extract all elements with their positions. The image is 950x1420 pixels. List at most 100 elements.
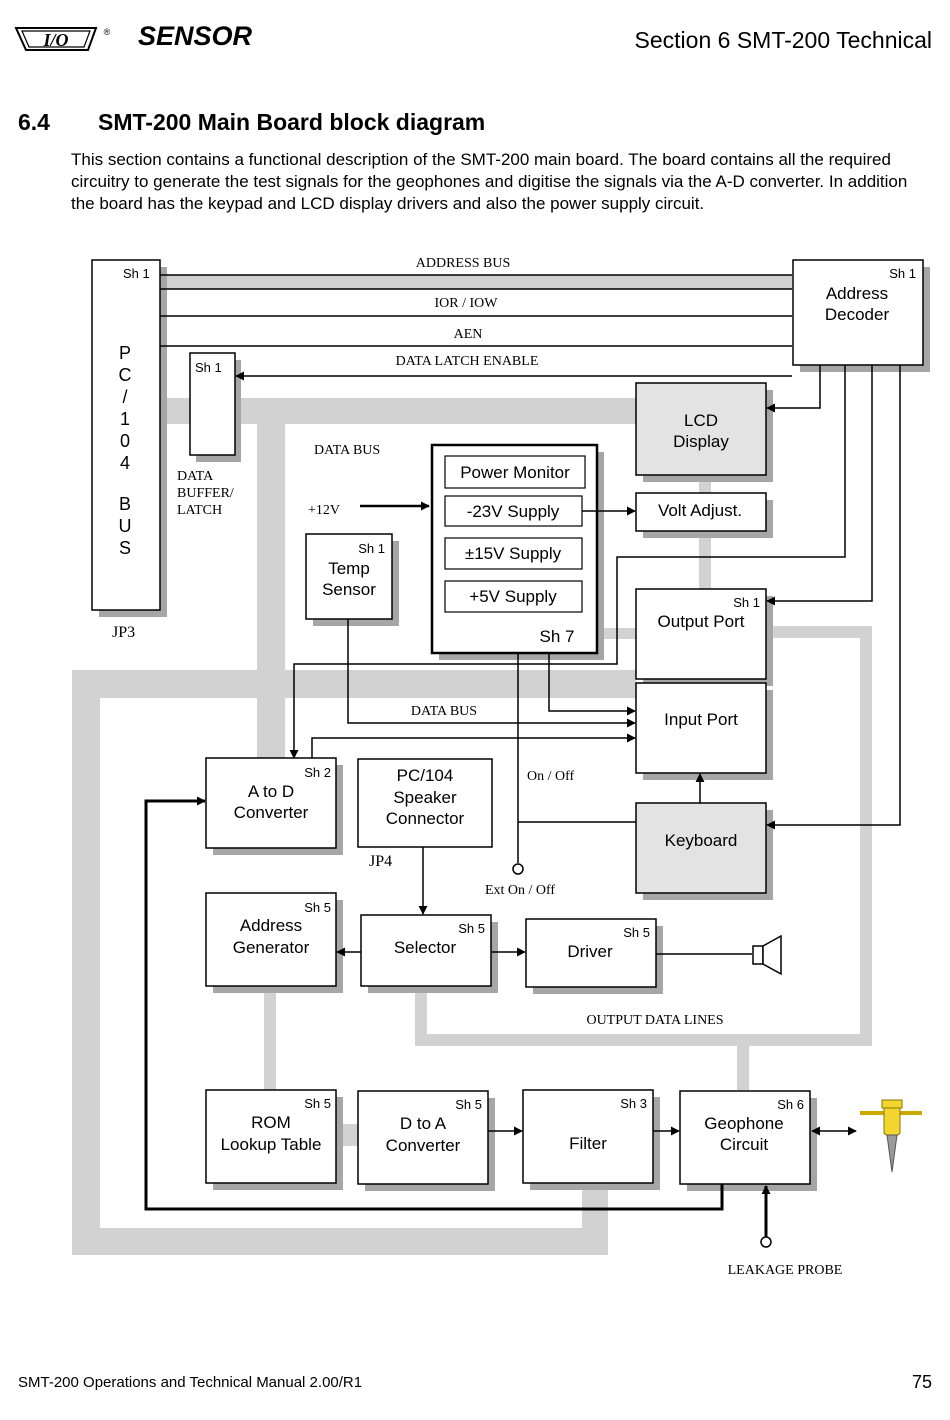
- geophone-icon: [860, 1099, 922, 1173]
- data-buffer-label-3: LATCH: [177, 503, 222, 518]
- data-bus-paths: [72, 275, 872, 1255]
- output-port-box: [635, 588, 767, 680]
- geophone-sheet: Sh 6: [777, 1097, 804, 1112]
- keyboard-box: [635, 802, 767, 894]
- lcd-display-box: [635, 382, 767, 476]
- plus5v-box: [444, 580, 583, 613]
- registered-mark: ®: [104, 27, 111, 37]
- signal-lines: [144, 274, 901, 1238]
- rom-label: ROM: [251, 1113, 291, 1132]
- ior-iow-label: IOR / IOW: [435, 296, 499, 311]
- volt-adjust-label: Volt Adjust.: [658, 501, 742, 520]
- driver-sheet: Sh 5: [623, 925, 650, 940]
- address-generator-label: Address: [240, 916, 302, 935]
- selector-box: [360, 914, 492, 987]
- lcd-label-2: Display: [673, 432, 729, 451]
- address-decoder-label-2: Decoder: [825, 305, 890, 324]
- pc104-letter: B: [119, 494, 131, 514]
- geophone-label: Geophone: [704, 1114, 783, 1133]
- pc104-letter: 4: [120, 453, 130, 473]
- pc104-letter: 0: [120, 431, 130, 451]
- speaker-connector-label-2: Speaker: [393, 788, 457, 807]
- keyboard-label: Keyboard: [665, 831, 738, 850]
- volt-adjust-box: [635, 492, 767, 532]
- temp-sensor-label-2: Sensor: [322, 580, 376, 599]
- lcd-label: LCD: [684, 411, 718, 430]
- d-to-a-label-2: Converter: [386, 1136, 461, 1155]
- rom-box: [205, 1089, 337, 1184]
- a-to-d-label: A to D: [248, 782, 294, 801]
- address-generator-box: [205, 892, 337, 987]
- jp4-label: JP4: [369, 853, 392, 870]
- output-port-label: Output Port: [658, 612, 745, 631]
- data-latch-enable-label: DATA LATCH ENABLE: [396, 354, 539, 369]
- a-to-d-sheet: Sh 2: [304, 765, 331, 780]
- rom-sheet: Sh 5: [304, 1096, 331, 1111]
- d-to-a-sheet: Sh 5: [455, 1097, 482, 1112]
- output-port-sheet: Sh 1: [733, 595, 760, 610]
- plus12v-label: +12V: [308, 503, 340, 518]
- pm15v-box: [444, 537, 583, 570]
- data-buffer-label-2: BUFFER/: [177, 486, 234, 501]
- aen-label: AEN: [454, 327, 483, 342]
- intro-paragraph: This section contains a functional descr…: [71, 150, 908, 213]
- ext-on-off-label: Ext On / Off: [485, 883, 555, 898]
- minus23v-label: -23V Supply: [467, 502, 560, 521]
- pc104-bus-box: [91, 259, 161, 611]
- pc104-letter: U: [119, 516, 132, 536]
- rom-label-2: Lookup Table: [221, 1135, 322, 1154]
- driver-label: Driver: [567, 942, 613, 961]
- leakage-probe-label: LEAKAGE PROBE: [728, 1263, 843, 1278]
- d-to-a-box: [357, 1090, 489, 1185]
- minus23v-box: [444, 495, 583, 527]
- filter-sheet: Sh 3: [620, 1096, 647, 1111]
- address-bus-label: ADDRESS BUS: [416, 256, 511, 271]
- data-buffer-label: DATA: [177, 469, 214, 484]
- temp-sensor-label: Temp: [328, 559, 370, 578]
- plus5v-label: +5V Supply: [469, 587, 557, 606]
- a-to-d-box: [205, 757, 337, 849]
- jp3-label: JP3: [112, 624, 135, 641]
- data-bus-label-mid: DATA BUS: [411, 704, 477, 719]
- speaker-connector-box: [357, 758, 493, 848]
- driver-box: [525, 918, 657, 988]
- leakage-probe-terminal: [760, 1236, 772, 1248]
- section-title: SMT-200 Main Board block diagram: [98, 109, 486, 135]
- logo-lettering: I/O: [42, 30, 68, 50]
- output-data-lines-label: OUTPUT DATA LINES: [586, 1013, 723, 1028]
- data-bus-label-top: DATA BUS: [314, 443, 380, 458]
- power-sheet: Sh 7: [540, 627, 575, 646]
- speaker-icon: [752, 934, 782, 976]
- input-port-label: Input Port: [664, 710, 738, 729]
- temp-sensor-sheet: Sh 1: [358, 541, 385, 556]
- pc104-letter: 1: [120, 409, 130, 429]
- temp-sensor-box: [305, 533, 393, 620]
- address-decoder-sheet: Sh 1: [889, 266, 916, 281]
- pc104-sheet: Sh 1: [123, 266, 150, 281]
- speaker-connector-label-3: Connector: [386, 809, 465, 828]
- filter-box: [522, 1089, 654, 1184]
- geophone-label-2: Circuit: [720, 1135, 768, 1154]
- boxes: [91, 259, 930, 1191]
- selector-sheet: Sh 5: [458, 921, 485, 936]
- address-decoder-label: Address: [826, 284, 888, 303]
- filter-label: Filter: [569, 1134, 607, 1153]
- pc104-letter: /: [122, 387, 127, 407]
- page-number: 75: [911, 1372, 932, 1392]
- pm15v-label: ±15V Supply: [465, 544, 562, 563]
- ext-on-off-terminal: [512, 863, 524, 875]
- address-generator-label-2: Generator: [233, 938, 310, 957]
- speaker-connector-label: PC/104: [397, 766, 454, 785]
- pc104-letter: C: [119, 365, 132, 385]
- selector-label: Selector: [394, 938, 457, 957]
- pc104-letter: S: [119, 538, 131, 558]
- section-number: 6.4: [18, 109, 50, 135]
- a-to-d-label-2: Converter: [234, 803, 309, 822]
- section-header: Section 6 SMT-200 Technical: [634, 27, 932, 53]
- on-off-label: On / Off: [527, 769, 575, 784]
- geophone-circuit-box: [679, 1090, 811, 1185]
- io-logo: I/O ®: [14, 27, 111, 51]
